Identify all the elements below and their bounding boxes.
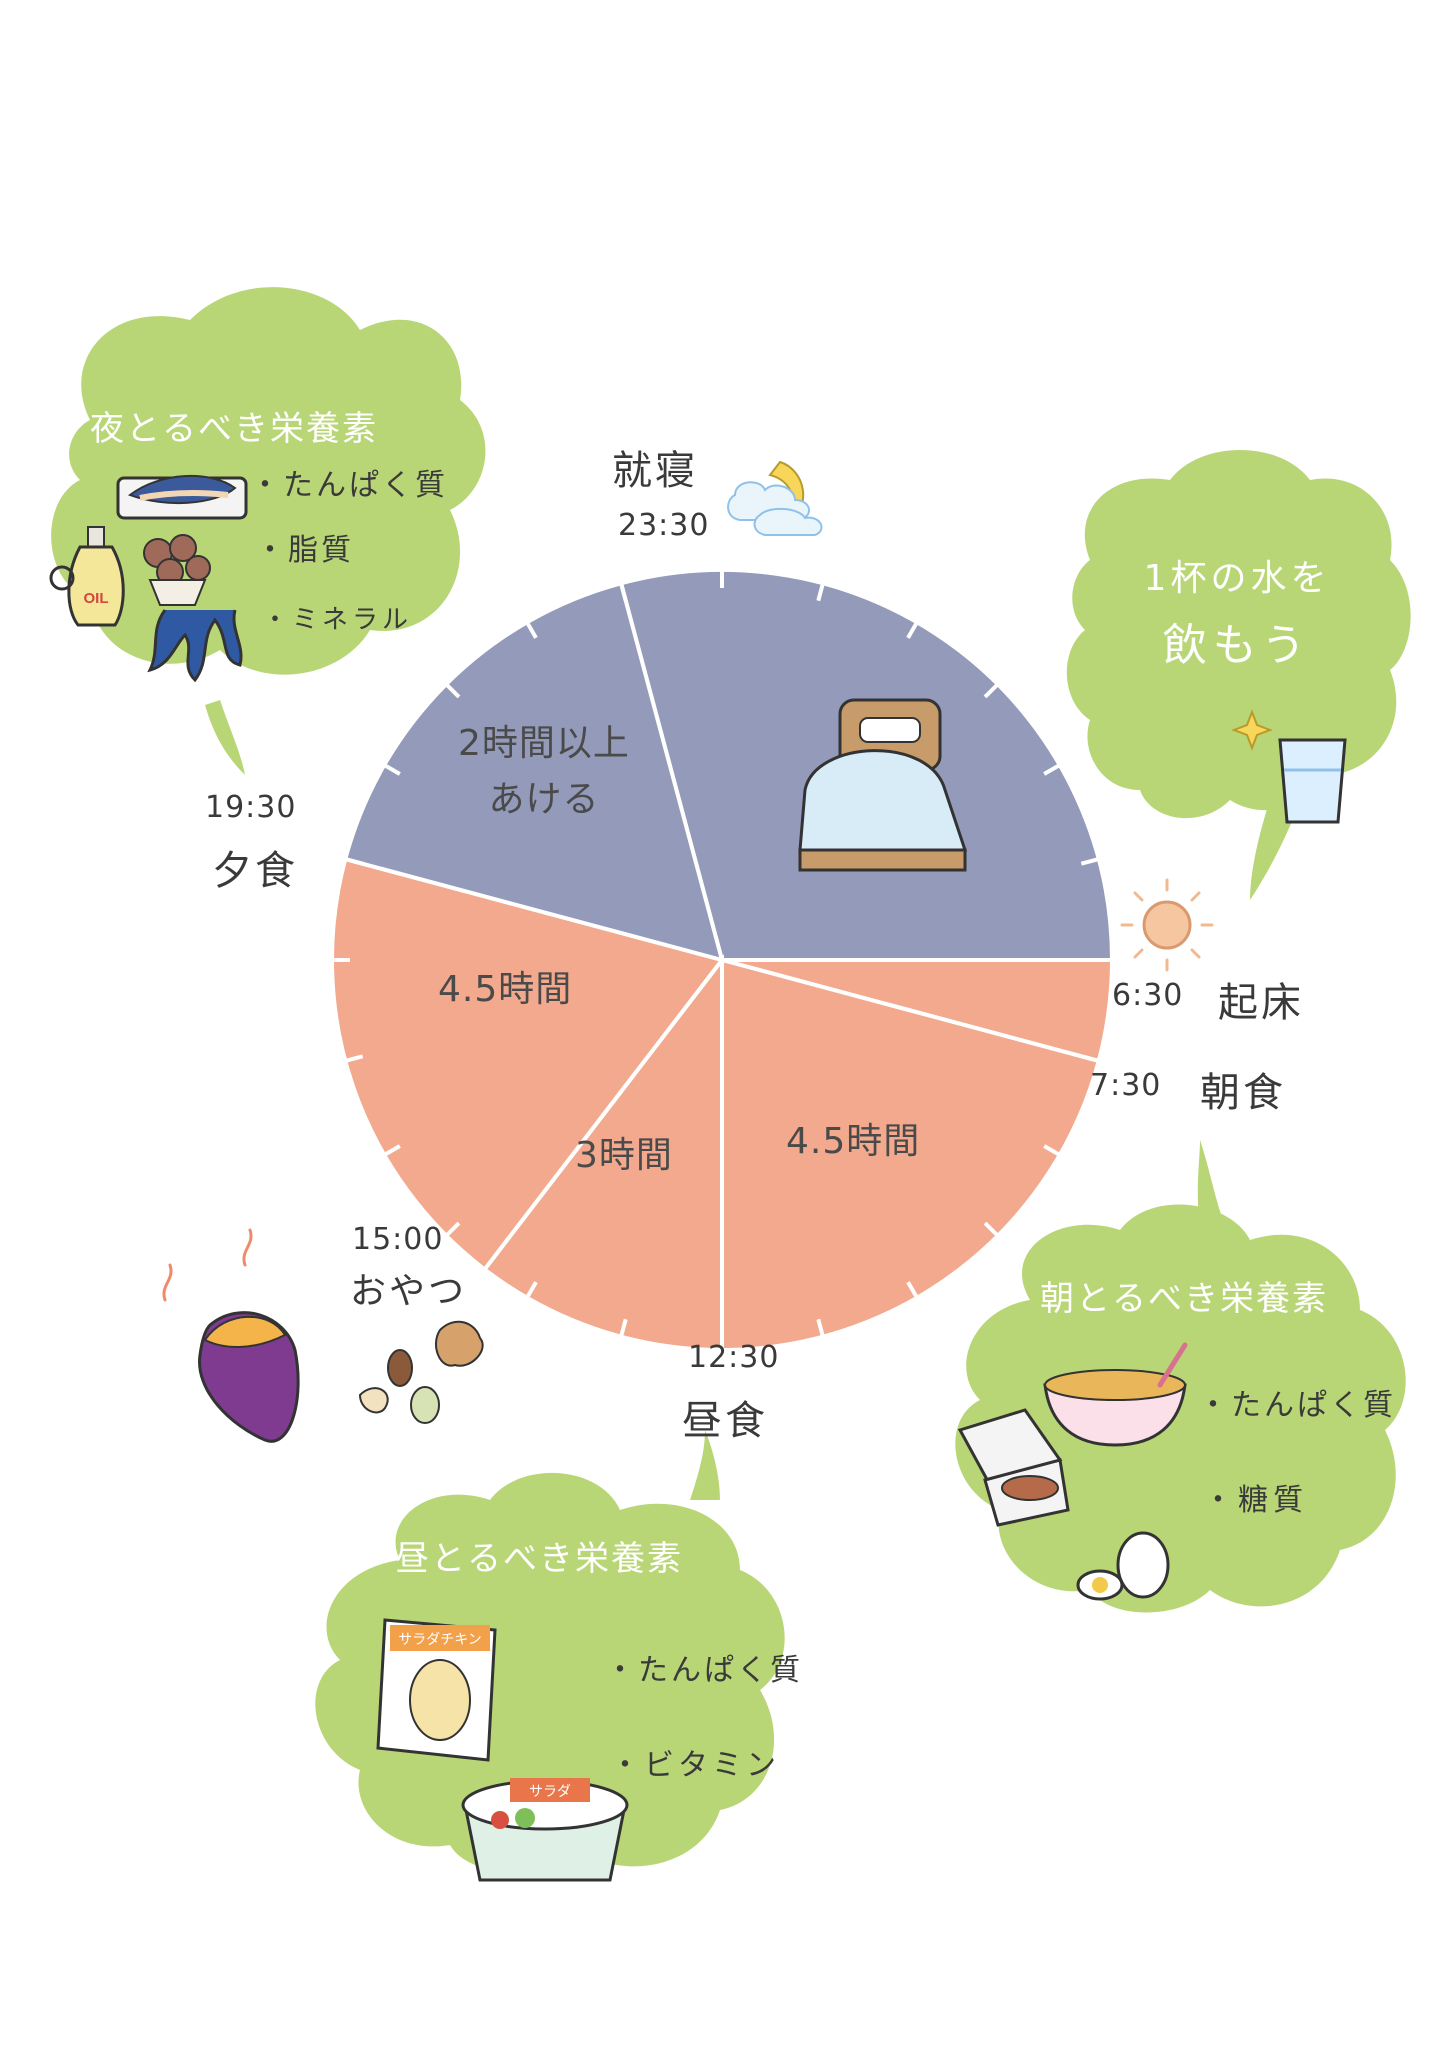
clock-tick bbox=[344, 857, 364, 866]
dinner-label: 夕食 bbox=[212, 848, 298, 894]
dinner-time: 19:30 bbox=[205, 790, 297, 825]
night-item-protein: ・たんぱく質 bbox=[250, 468, 448, 503]
salad-chicken-pack-icon: サラダチキン bbox=[376, 1618, 497, 1762]
segment-label-dinner-bed: 2時間以上 あける bbox=[458, 716, 630, 828]
night-nutrient-bubble: OIL 夜とるべき栄養素 ・たんぱく質 ・脂質 ・ミネラル bbox=[49, 287, 486, 775]
morning-item-carb: ・糖質 bbox=[1203, 1483, 1308, 1518]
water-glass-icon bbox=[1278, 738, 1347, 824]
morning-item-protein: ・たんぱく質 bbox=[1198, 1388, 1396, 1423]
segment-label-lunch-snack: 3時間 bbox=[575, 1135, 673, 1176]
night-bubble-title: 夜とるべき栄養素 bbox=[90, 409, 378, 449]
segment-label-breakfast-lunch: 4.5時間 bbox=[786, 1121, 921, 1162]
clock-tick bbox=[383, 1144, 401, 1157]
clock-tick bbox=[525, 621, 538, 639]
salad-label: サラダ bbox=[529, 1784, 571, 1800]
clock-tick bbox=[344, 1054, 364, 1063]
salad-chicken-label: サラダチキン bbox=[398, 1632, 482, 1648]
breakfast-label: 朝食 bbox=[1200, 1070, 1286, 1116]
sun-icon bbox=[1120, 878, 1214, 972]
cereal-bowl-icon bbox=[1043, 1342, 1188, 1447]
segment-label-dinner-bed-line1: 2時間以上 bbox=[458, 723, 630, 764]
clock-tick bbox=[444, 682, 461, 699]
clock-tick bbox=[525, 1281, 538, 1299]
morning-nutrient-bubble: 朝とるべき栄養素 ・たんぱく質 ・糖質 bbox=[955, 1140, 1406, 1613]
lunch-bubble-shape bbox=[315, 1430, 785, 1872]
clock-tick bbox=[619, 582, 628, 602]
clock-tick bbox=[619, 1318, 628, 1338]
lunch-time: 12:30 bbox=[688, 1340, 780, 1375]
lunch-label: 昼食 bbox=[682, 1398, 768, 1444]
mixed-nuts-icon bbox=[358, 1320, 484, 1424]
clock-pie-chart bbox=[330, 568, 1115, 1353]
clock-tick bbox=[383, 763, 401, 776]
breakfast-time: 7:30 bbox=[1090, 1068, 1162, 1103]
natto-pack-icon bbox=[957, 1408, 1070, 1527]
clock-tick bbox=[444, 1221, 461, 1238]
sweet-potato-icon bbox=[162, 1228, 300, 1443]
wakeup-label: 起床 bbox=[1218, 980, 1304, 1026]
segment-label-snack-dinner: 4.5時間 bbox=[438, 969, 573, 1010]
lunch-item-protein: ・たんぱく質 bbox=[605, 1653, 803, 1688]
salad-pack-icon: サラダ bbox=[461, 1778, 629, 1882]
oil-bottle-icon: OIL bbox=[49, 526, 125, 627]
fish-icon bbox=[116, 474, 248, 520]
clock-tick bbox=[816, 582, 825, 602]
lunch-bubble-title: 昼とるべき栄養素 bbox=[395, 1539, 683, 1579]
water-bubble: 1杯の水を 飲もう bbox=[1066, 450, 1411, 900]
lunch-nutrient-bubble: 昼とるべき栄養素 ・たんぱく質 ・ビタミン サラダチキン サラダ bbox=[315, 1430, 803, 1882]
night-bubble-shape bbox=[51, 287, 486, 775]
clock-tick bbox=[1080, 1054, 1100, 1063]
clock-tick bbox=[906, 621, 919, 639]
seaweed-icon bbox=[147, 609, 243, 683]
morning-bubble-title: 朝とるべき栄養素 bbox=[1040, 1279, 1328, 1319]
clock-tick bbox=[983, 1221, 1000, 1238]
oil-label: OIL bbox=[84, 590, 109, 607]
night-item-fat: ・脂質 bbox=[255, 533, 354, 568]
clock-tick bbox=[1043, 763, 1061, 776]
snack-label: おやつ bbox=[350, 1271, 468, 1312]
morning-bubble-shape bbox=[955, 1140, 1406, 1613]
water-line1: 1杯の水を bbox=[1144, 558, 1331, 599]
clock-tick bbox=[1080, 857, 1100, 866]
clock-tick bbox=[906, 1281, 919, 1299]
moon-cloud-icon bbox=[727, 460, 823, 536]
clock-tick bbox=[816, 1318, 825, 1338]
mushroom-icon bbox=[143, 534, 211, 606]
lunch-item-vitamin: ・ビタミン bbox=[610, 1748, 780, 1783]
wakeup-time: 6:30 bbox=[1112, 978, 1184, 1013]
bedtime-time: 23:30 bbox=[618, 508, 710, 543]
bed-icon bbox=[798, 698, 968, 872]
water-bubble-shape bbox=[1066, 450, 1411, 900]
night-item-mineral: ・ミネラル bbox=[262, 605, 412, 635]
snack-time: 15:00 bbox=[352, 1222, 444, 1257]
egg-icon bbox=[1076, 1531, 1170, 1601]
clock-rim bbox=[330, 568, 1114, 1352]
bedtime-label: 就寝 bbox=[612, 448, 698, 494]
segment-label-dinner-bed-line2: あける bbox=[488, 779, 600, 820]
sparkle-icon bbox=[1231, 709, 1273, 751]
water-line2: 飲もう bbox=[1163, 620, 1312, 671]
clock-tick bbox=[983, 682, 1000, 699]
clock-tick bbox=[1043, 1144, 1061, 1157]
